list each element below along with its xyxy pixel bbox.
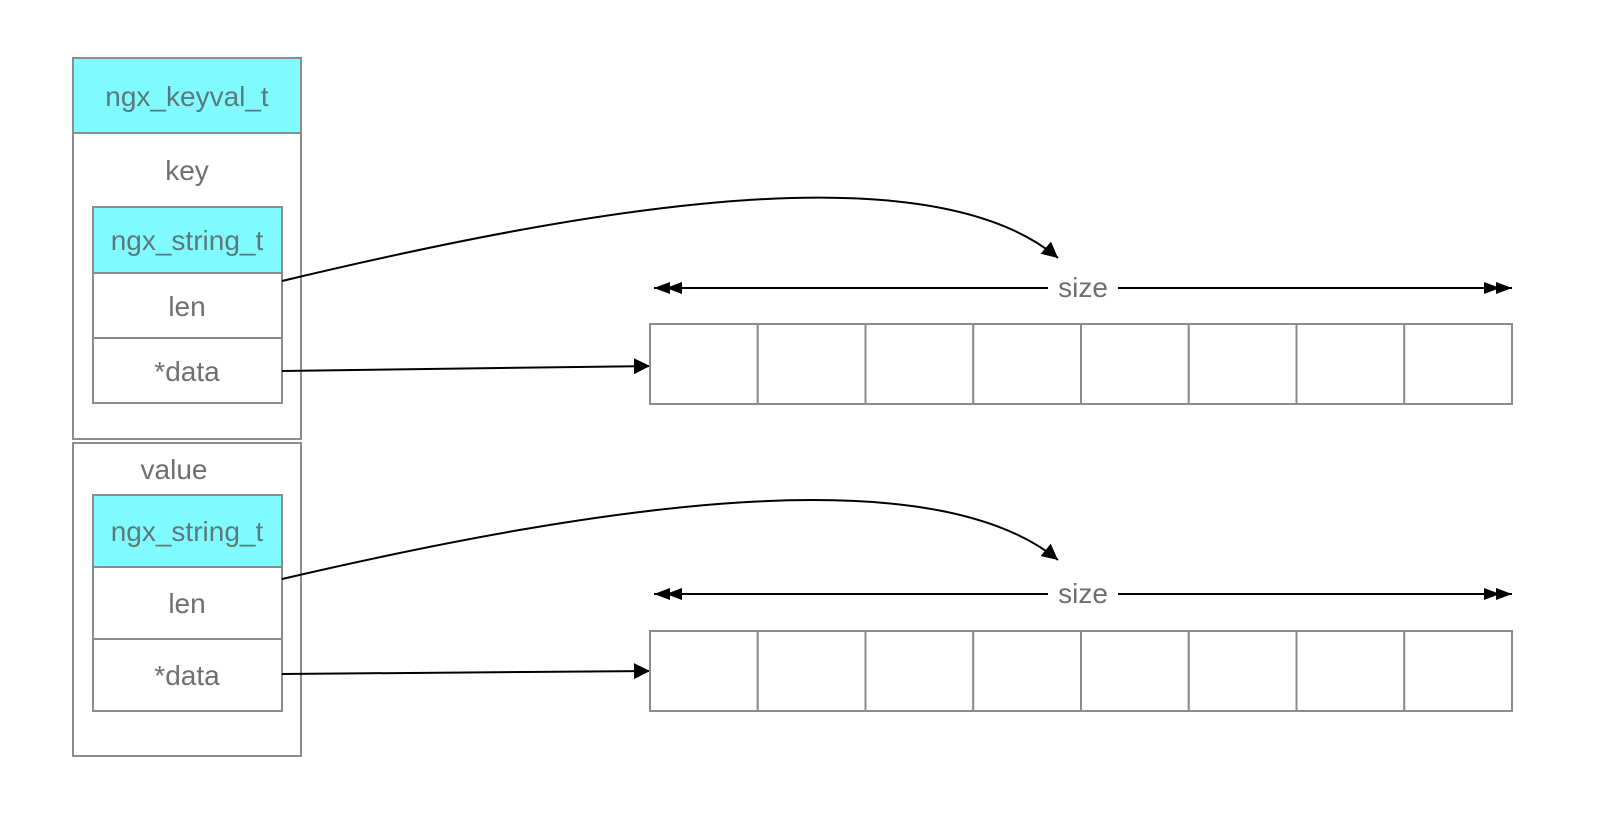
key-size-dimension bbox=[654, 282, 1512, 294]
key-len-box bbox=[92, 272, 283, 339]
key-buffer-cell bbox=[864, 323, 975, 405]
value-len-to-size-arrow bbox=[281, 498, 1059, 580]
key-len-label: len bbox=[168, 291, 205, 322]
value-len-box bbox=[92, 566, 283, 640]
value-buffer-cell bbox=[756, 630, 867, 712]
value-buffer-cell bbox=[1295, 630, 1406, 712]
key-buffer-cell bbox=[756, 323, 867, 405]
key-data-to-buffer-arrow bbox=[281, 358, 651, 375]
key-buffer-cell bbox=[972, 323, 1082, 405]
value-data-label: *data bbox=[154, 660, 220, 691]
key-struct-type-box bbox=[92, 206, 283, 274]
key-field-label: key bbox=[165, 155, 209, 186]
key-size-label: size bbox=[1058, 272, 1108, 303]
key-buffer-cell bbox=[1187, 323, 1298, 405]
value-len-label: len bbox=[168, 588, 205, 619]
value-buffer-cell bbox=[972, 630, 1082, 712]
value-size-dimension bbox=[654, 588, 1512, 600]
value-buffer-cell bbox=[649, 630, 759, 712]
key-buffer bbox=[649, 323, 1513, 405]
value-buffer-cell bbox=[864, 630, 975, 712]
key-buffer-cell bbox=[1080, 323, 1190, 405]
key-len-to-size-arrow bbox=[281, 196, 1059, 282]
keyval-title-box bbox=[72, 57, 302, 134]
key-data-label: *data bbox=[154, 356, 220, 387]
key-buffer-cell bbox=[649, 323, 759, 405]
value-data-to-buffer-arrow bbox=[281, 663, 651, 680]
value-size-label: size bbox=[1058, 578, 1108, 609]
value-buffer-cell bbox=[1080, 630, 1190, 712]
value-buffer-cell bbox=[1403, 630, 1513, 712]
key-struct-type: ngx_string_t bbox=[111, 225, 264, 256]
value-buffer-cell bbox=[1187, 630, 1298, 712]
value-data-box bbox=[92, 638, 283, 712]
value-struct-type: ngx_string_t bbox=[111, 516, 264, 547]
value-buffer bbox=[649, 630, 1513, 712]
value-field-label: value bbox=[141, 454, 208, 485]
key-data-box bbox=[92, 337, 283, 404]
key-buffer-cell bbox=[1403, 323, 1513, 405]
key-buffer-cell bbox=[1295, 323, 1406, 405]
keyval-title: ngx_keyval_t bbox=[105, 81, 269, 112]
